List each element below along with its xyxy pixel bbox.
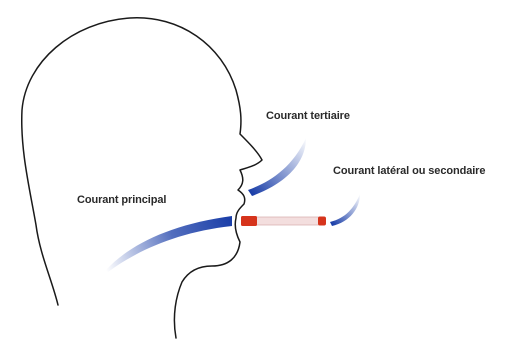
label-tertiary-stream: Courant tertiaire: [266, 110, 350, 122]
cigarette: [241, 216, 326, 226]
head-profile-outline: [22, 18, 262, 338]
cigarette-body: [246, 217, 324, 225]
cigarette-lit-tip: [318, 217, 326, 226]
lateral-stream: [330, 194, 360, 226]
label-main-stream: Courant principal: [77, 194, 166, 206]
main-stream: [106, 216, 232, 272]
cigarette-filter: [241, 216, 257, 226]
label-lateral-stream: Courant latéral ou secondaire: [333, 165, 485, 177]
tertiary-stream: [248, 138, 306, 196]
